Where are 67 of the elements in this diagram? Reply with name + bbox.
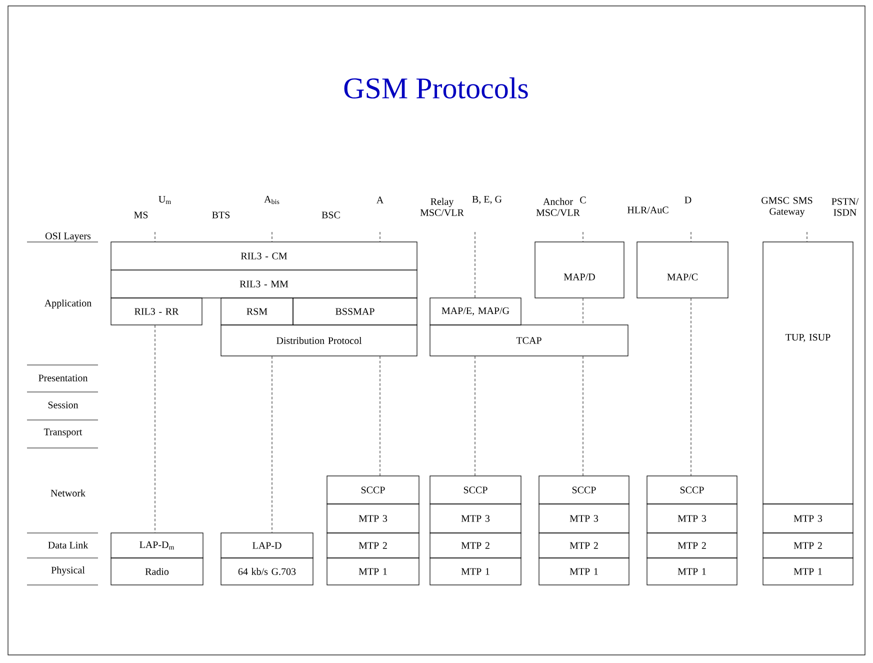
interface-label: B, E, G <box>472 196 502 204</box>
layer-label: Transport <box>44 428 82 438</box>
protocol-box: BSSMAP <box>292 298 418 326</box>
protocol-box: SCCP <box>538 476 630 504</box>
interface-label: A$_{bis}$ <box>264 196 280 204</box>
protocol-box: RIL3 - CM <box>110 242 418 270</box>
protocol-box: RIL3 - MM <box>110 270 418 298</box>
protocol-box: MTP 3 <box>326 504 420 534</box>
protocol-box: 64 kb/s G.703 <box>220 558 314 586</box>
protocol-box: SCCP <box>430 476 522 504</box>
protocol-box: MTP 2 <box>762 532 854 558</box>
protocol-box: MTP 2 <box>326 532 420 558</box>
network-element-label: MS <box>134 212 148 218</box>
interface-line <box>154 232 156 242</box>
interface-line <box>474 232 476 298</box>
protocol-box: SCCP <box>326 476 420 504</box>
protocol-box: RSM <box>220 298 294 326</box>
interface-line <box>690 298 692 476</box>
layer-label: Application <box>44 299 92 309</box>
protocol-box: MTP 1 <box>538 558 630 586</box>
network-element-label: GMSC SMS Gateway <box>762 197 812 217</box>
protocol-box: MTP 1 <box>762 558 854 586</box>
protocol-box: MTP 3 <box>762 504 854 534</box>
protocol-box: MTP 3 <box>430 504 522 534</box>
interface-label: C <box>580 196 586 204</box>
protocol-box: MTP 3 <box>538 504 630 534</box>
protocol-box: MTP 3 <box>646 504 738 534</box>
interface-label: U$_{m}$ <box>158 196 171 204</box>
interface-label: D <box>684 196 692 204</box>
layer-label: Session <box>48 402 78 408</box>
interface-line <box>582 232 584 242</box>
protocol-box: SCCP <box>646 476 738 504</box>
protocol-box: LAP-D$_{m}$ <box>110 532 204 558</box>
protocol-box: MTP 2 <box>538 532 630 558</box>
network-element-label: Anchor MSC/VLR <box>536 198 580 216</box>
protocol-box: Distribution Protocol <box>220 324 418 356</box>
protocol-box: TUP, ISUP <box>762 242 854 504</box>
interface-line <box>690 232 692 242</box>
network-element-label: BSC <box>322 212 340 218</box>
protocol-box: LAP-D <box>220 532 314 558</box>
protocol-box: MAP/D <box>534 242 624 298</box>
protocol-box: MAP/C <box>636 242 728 298</box>
layer-label: Presentation <box>38 374 88 382</box>
protocol-box: Radio <box>110 558 204 586</box>
layer-label: OSI Layers <box>46 232 91 242</box>
protocol-box: MTP 2 <box>646 532 738 558</box>
interface-line <box>154 325 156 533</box>
interface-label: A <box>376 196 384 204</box>
protocol-box: TCAP <box>430 324 628 356</box>
interface-line <box>582 298 584 325</box>
layer-label: Physical <box>51 566 85 576</box>
interface-line <box>582 356 584 476</box>
protocol-box: MTP 1 <box>326 558 420 586</box>
network-element-label: HLR/AuC <box>627 206 668 214</box>
interface-line <box>474 356 476 476</box>
title: GSM Protocols <box>344 77 528 99</box>
network-element-label: Relay MSC/VLR <box>420 198 464 216</box>
interface-line <box>806 232 808 242</box>
protocol-box: MAP/E, MAP/G <box>430 298 522 326</box>
protocol-box: MTP 1 <box>430 558 522 586</box>
network-element-label: PSTN/ ISDN <box>832 198 859 216</box>
network-element-label: BTS <box>212 212 230 218</box>
protocol-box: MTP 1 <box>646 558 738 586</box>
protocol-box: RIL3 - RR <box>110 298 202 326</box>
layer-label: Network <box>50 489 86 496</box>
layer-label: Data Link <box>48 541 88 548</box>
protocol-box: MTP 2 <box>430 532 522 558</box>
